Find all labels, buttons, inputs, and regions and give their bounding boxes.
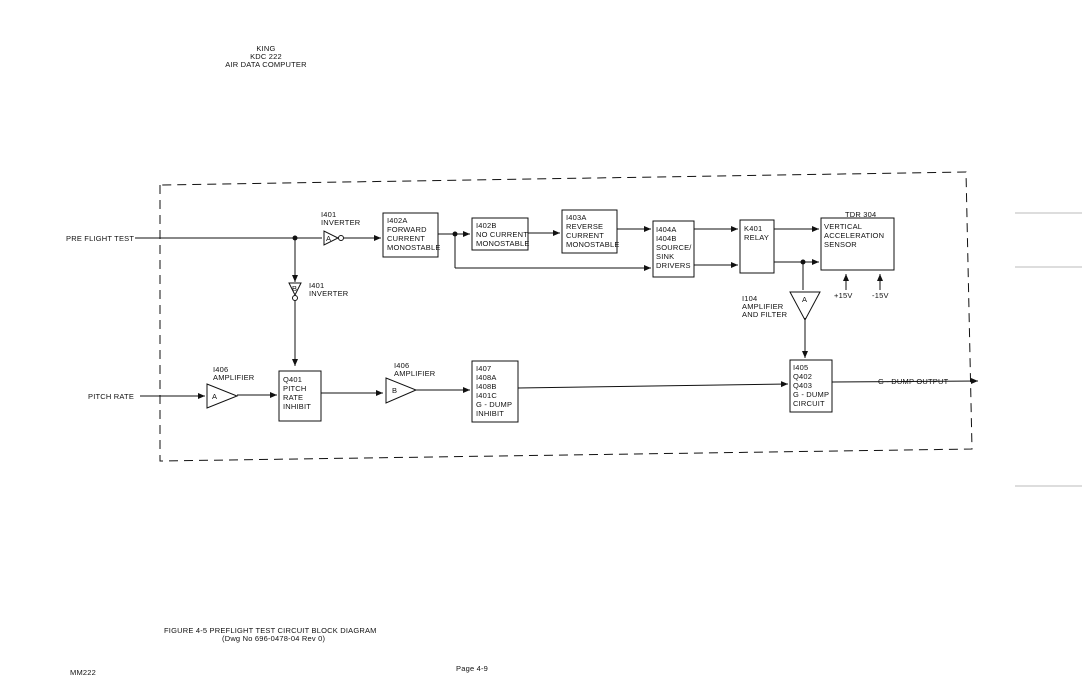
gate-letter-inv-b: B (292, 284, 297, 293)
label-i104-ref: I104 (742, 294, 758, 303)
block-i402a-line: I402A (387, 216, 408, 225)
label-i406-left-name: AMPLIFIER (213, 373, 255, 382)
input-pitch-rate: PITCH RATE (88, 392, 135, 401)
block-i403a-line: MONOSTABLE (566, 240, 620, 249)
block-i402a-text: I402A FORWARD CURRENT MONOSTABLE (387, 216, 441, 252)
label-i401-mid-ref: I401 (309, 281, 325, 290)
block-i403a (561, 209, 618, 254)
block-i404-line: I404B (656, 234, 677, 243)
block-i402a-line: CURRENT (387, 234, 426, 243)
block-q401-line: Q401 (283, 375, 303, 384)
block-sensor-text: VERTICAL ACCELERATION SENSOR (824, 222, 884, 249)
figure-caption: FIGURE 4-5 PREFLIGHT TEST CIRCUIT BLOCK … (164, 626, 377, 635)
inverter-b-symbol (288, 282, 302, 297)
block-i405-line: I405 (793, 363, 809, 372)
footer-page-number: Page 4-9 (456, 664, 489, 673)
block-i407-line: I408A (476, 373, 497, 382)
block-i402b-line: NO CURRENT (476, 230, 528, 239)
inverter-a-symbol (323, 230, 340, 246)
block-q401-line: PITCH (283, 384, 307, 393)
amplifier-a-left-symbol (206, 383, 239, 409)
block-i407-line: I408B (476, 382, 497, 391)
block-i402a-line: FORWARD (387, 225, 427, 234)
amplifier-a-filter-symbol (789, 291, 821, 322)
label-i104-line3: AND FILTER (742, 310, 788, 319)
label-i401-top-name: INVERTER (321, 218, 361, 227)
block-i404-text: I404A I404B SOURCE/ SINK DRIVERS (656, 225, 692, 270)
label-i401-top-ref: I401 (321, 210, 337, 219)
block-i404-line: SINK (656, 252, 675, 261)
label-tdr: TDR 304 (845, 210, 877, 219)
block-i407-line: I407 (476, 364, 492, 373)
block-i405 (789, 359, 833, 413)
header-line-1: KING (256, 44, 276, 53)
block-i405-line: CIRCUIT (793, 399, 825, 408)
label-i104-line2: AMPLIFIER (742, 302, 784, 311)
figure-drawing-number: (Dwg No 696-0478-04 Rev 0) (222, 634, 326, 643)
header-line-3: AIR DATA COMPUTER (225, 60, 307, 69)
block-i403a-line: CURRENT (566, 231, 605, 240)
block-i407-line: G - DUMP (476, 400, 513, 409)
block-i407-line: INHIBIT (476, 409, 505, 418)
amplifier-b-symbol (385, 377, 418, 404)
block-i403a-line: REVERSE (566, 222, 604, 231)
block-q401-text: Q401 PITCH RATE INHIBIT (283, 375, 311, 411)
block-q401-line: INHIBIT (283, 402, 312, 411)
block-i405-text: I405 Q402 Q403 G - DUMP CIRCUIT (793, 363, 829, 408)
block-i402b (471, 217, 529, 251)
gate-letter-amp-a: A (212, 392, 217, 401)
block-i404-line: SOURCE/ (656, 243, 692, 252)
block-i402a (382, 212, 439, 258)
block-sensor-line: ACCELERATION (824, 231, 885, 240)
label-i406-mid-name: AMPLIFIER (394, 369, 436, 378)
block-sensor (820, 217, 895, 271)
block-k401-line: K401 (744, 224, 763, 233)
label-i401-mid-name: INVERTER (309, 289, 349, 298)
block-sensor-line: SENSOR (824, 240, 857, 249)
footer-doc-id: MM222 (70, 668, 97, 677)
block-k401-line: RELAY (744, 233, 770, 242)
block-i404-line: I404A (656, 225, 677, 234)
enclosure (159, 171, 973, 462)
block-i405-line: Q402 (793, 372, 813, 381)
input-preflight-test: PRE FLIGHT TEST (66, 234, 135, 243)
label-i406-mid-ref: I406 (394, 361, 410, 370)
gate-letter-inv-a: A (326, 234, 331, 243)
block-i404 (652, 220, 695, 278)
block-i402a-line: MONOSTABLE (387, 243, 441, 252)
label-i406-left-ref: I406 (213, 365, 229, 374)
block-i403a-text: I403A REVERSE CURRENT MONOSTABLE (566, 213, 620, 249)
gate-letter-amp-c: A (802, 295, 807, 304)
label-minus-15v: -15V (872, 291, 889, 300)
block-q401-line: RATE (283, 393, 304, 402)
block-k401-text: K401 RELAY (744, 224, 769, 242)
block-i404-line: DRIVERS (656, 261, 691, 270)
block-sensor-line: VERTICAL (824, 222, 863, 231)
block-k401 (739, 219, 775, 274)
block-i402b-line: MONOSTABLE (476, 239, 530, 248)
output-g-dump: G - DUMP OUTPUT (878, 377, 949, 386)
block-i407-text: I407 I408A I408B I401C G - DUMP INHIBIT (476, 364, 512, 418)
block-i405-line: Q403 (793, 381, 813, 390)
block-i402b-text: I402B NO CURRENT MONOSTABLE (476, 221, 530, 248)
block-i407-line: I401C (476, 391, 498, 400)
block-i407 (471, 360, 519, 423)
label-plus-15v: +15V (834, 291, 853, 300)
block-i405-line: G - DUMP (793, 390, 830, 399)
gate-letter-amp-b: B (392, 386, 397, 395)
block-i403a-line: I403A (566, 213, 587, 222)
block-i402b-line: I402B (476, 221, 497, 230)
header-line-2: KDC 222 (250, 52, 282, 61)
block-q401 (278, 370, 322, 422)
